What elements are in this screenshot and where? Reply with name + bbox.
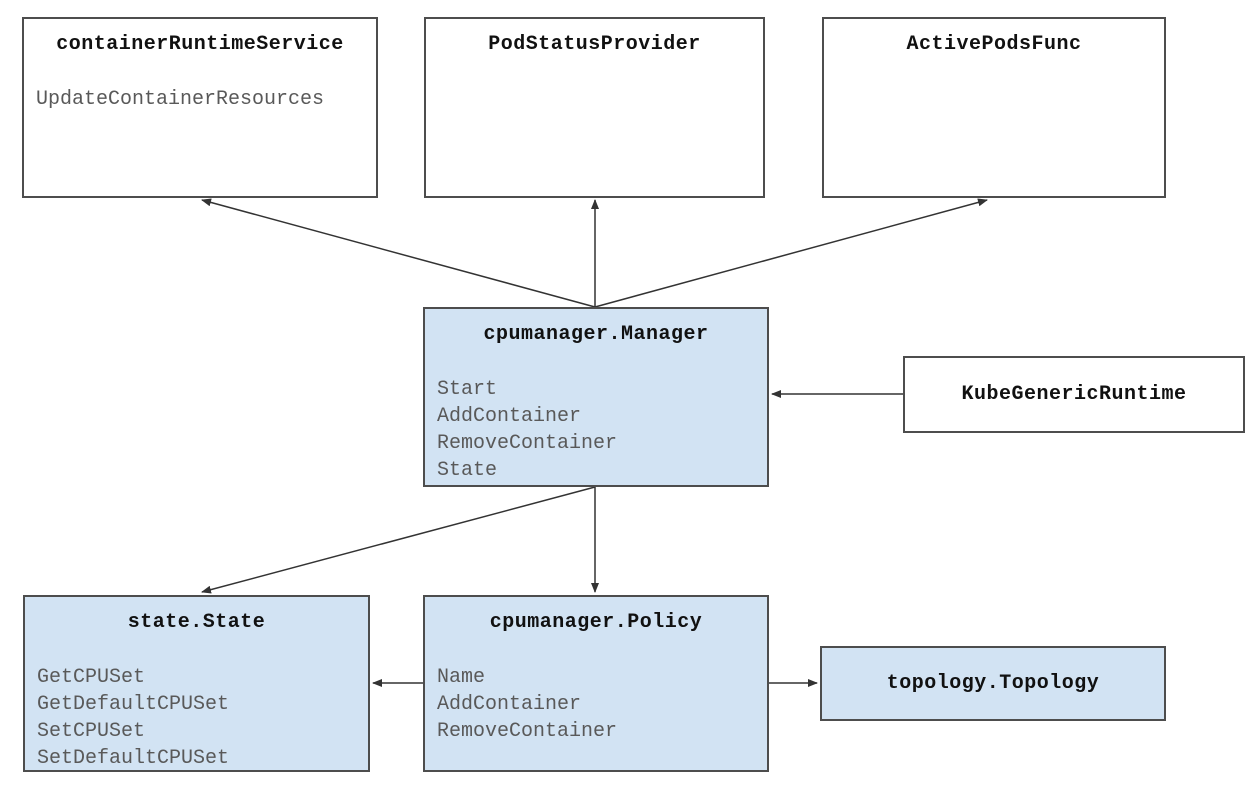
node-title: PodStatusProvider [488,33,701,56]
node-method: RemoveContainer [437,432,618,455]
node-method: Start [437,378,498,401]
node-pod-status-provider: PodStatusProvider [424,17,765,198]
edge-cpumanager-manager-to-active-pods-func [594,198,988,308]
node-title: ActivePodsFunc [906,33,1082,56]
node-title: topology.Topology [886,672,1100,695]
edge-cpumanager-manager-to-container-runtime-service [201,198,596,308]
node-title: state.State [127,611,266,634]
node-method: RemoveContainer [437,720,618,743]
node-method: AddContainer [437,405,582,428]
node-kube-generic-runtime: KubeGenericRuntime [903,356,1245,433]
node-method: SetDefaultCPUSet [37,747,230,770]
node-method: GetCPUSet [37,666,146,689]
node-method: UpdateContainerResources [36,88,325,111]
node-method: GetDefaultCPUSet [37,693,230,716]
node-method: State [437,459,498,482]
node-method: AddContainer [437,693,582,716]
node-active-pods-func: ActivePodsFunc [822,17,1166,198]
node-title: KubeGenericRuntime [961,383,1187,406]
node-title: cpumanager.Policy [489,611,703,634]
edge-cpumanager-manager-to-state-state [201,486,596,594]
node-method: SetCPUSet [37,720,146,743]
node-method-list: UpdateContainerResources [36,86,376,113]
node-title: cpumanager.Manager [483,323,709,346]
node-method: Name [437,666,486,689]
node-topology-topology: topology.Topology [820,646,1166,721]
node-title: containerRuntimeService [56,33,344,56]
